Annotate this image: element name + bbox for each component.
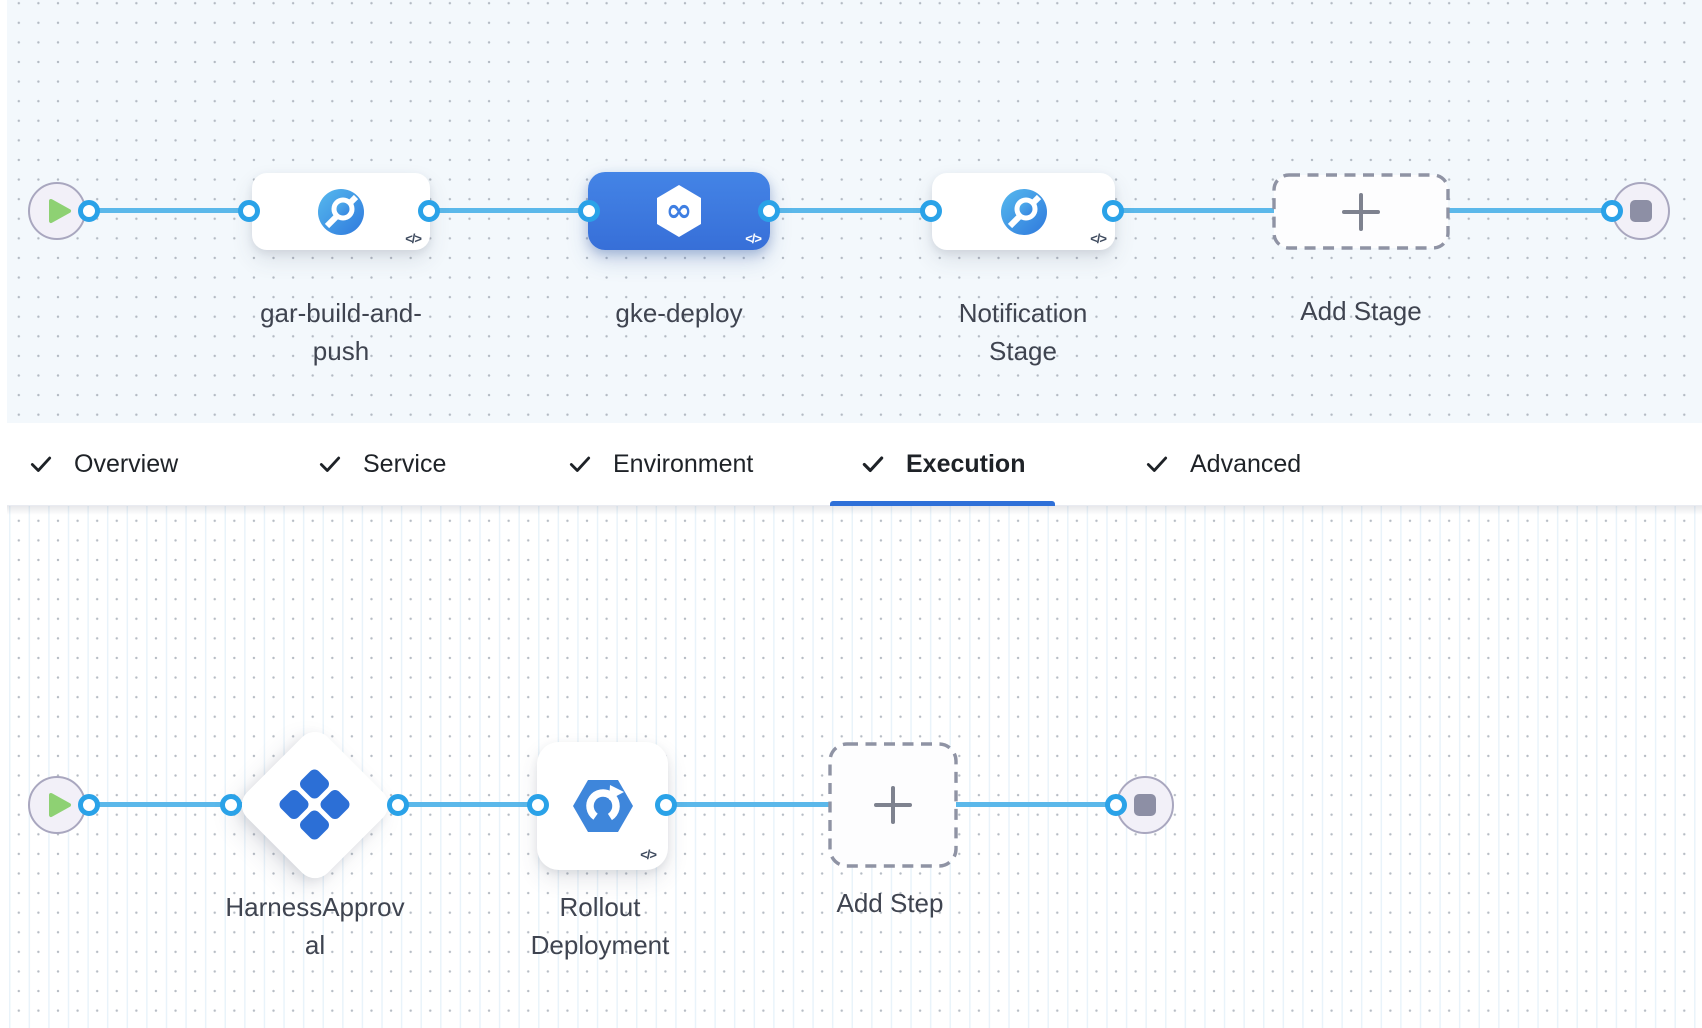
- connector-dot: [758, 200, 780, 222]
- stage-config-tabbar: Overview Service Environment Execution A…: [0, 423, 1702, 506]
- connector-dot: [220, 794, 242, 816]
- code-icon[interactable]: </>: [745, 231, 762, 246]
- code-icon[interactable]: </>: [405, 231, 422, 246]
- add-stage-label: Add Stage: [1300, 296, 1422, 326]
- check-icon: [30, 456, 52, 472]
- artifact-registry-icon: [1000, 188, 1047, 235]
- stage-label: gar-build-and-push: [260, 298, 422, 366]
- check-icon: [1146, 456, 1168, 472]
- tab-label: Execution: [906, 449, 1026, 478]
- tab-label: Environment: [613, 449, 754, 478]
- stage-card-gar-build-and-push[interactable]: </>: [252, 173, 430, 250]
- tab-label: Advanced: [1190, 449, 1302, 478]
- plus-icon: [874, 786, 912, 824]
- code-icon[interactable]: </>: [1090, 231, 1107, 246]
- tab-label: Overview: [74, 449, 179, 478]
- stage-connector-line: [57, 208, 1641, 213]
- code-icon[interactable]: </>: [640, 847, 657, 862]
- stage-label: gke-deploy: [615, 298, 743, 328]
- add-step-button[interactable]: [828, 742, 958, 868]
- add-step-label: Add Step: [836, 888, 944, 918]
- pipeline-start-node: [28, 182, 86, 240]
- connector-dot: [655, 794, 677, 816]
- artifact-registry-icon: [318, 188, 364, 235]
- tab-execution[interactable]: Execution: [830, 423, 1056, 506]
- check-icon: [569, 456, 591, 472]
- step-rollout-deployment[interactable]: </>: [537, 742, 668, 870]
- tab-environment[interactable]: Environment: [541, 423, 779, 505]
- play-icon: [49, 199, 71, 223]
- connector-dot: [920, 200, 942, 222]
- connector-dot: [78, 794, 100, 816]
- connector-dot: [527, 794, 549, 816]
- connector-dot: [1105, 794, 1127, 816]
- gke-rollout-icon: [572, 780, 633, 832]
- tab-overview[interactable]: Overview: [2, 423, 204, 505]
- tab-label: Service: [363, 449, 447, 478]
- active-tab-underline: [830, 501, 1056, 506]
- execution-start-node: [28, 776, 86, 834]
- stop-icon: [1134, 794, 1156, 816]
- harness-cd-icon: ∞: [657, 185, 701, 237]
- plus-icon: [1342, 192, 1380, 231]
- connector-dot: [1601, 200, 1623, 222]
- tab-advanced[interactable]: Advanced: [1118, 423, 1327, 505]
- connector-dot: [418, 200, 440, 222]
- execution-canvas[interactable]: </> HarnessApproval Rollout Deployment A…: [0, 505, 1702, 1028]
- connector-dot: [1102, 200, 1124, 222]
- play-icon: [49, 793, 71, 817]
- check-icon: [319, 456, 341, 472]
- stage-card-gke-deploy[interactable]: ∞ </>: [588, 172, 770, 250]
- stage-card-notification-stage[interactable]: </>: [932, 173, 1115, 250]
- stage-label: Notification Stage: [958, 298, 1088, 366]
- connector-dot: [78, 200, 100, 222]
- stage-canvas[interactable]: </> ∞ </> </>: [0, 0, 1702, 423]
- add-stage-button[interactable]: [1272, 173, 1450, 250]
- step-label: Rollout Deployment: [530, 892, 670, 960]
- svg-text:∞: ∞: [666, 191, 693, 229]
- connector-dot: [578, 200, 600, 222]
- connector-dot: [238, 200, 260, 222]
- tab-service[interactable]: Service: [291, 423, 472, 505]
- step-label: HarnessApproval: [225, 892, 405, 960]
- check-icon: [862, 456, 884, 473]
- stop-icon: [1630, 200, 1652, 222]
- left-edge-strip: [0, 0, 7, 1028]
- connector-dot: [387, 794, 409, 816]
